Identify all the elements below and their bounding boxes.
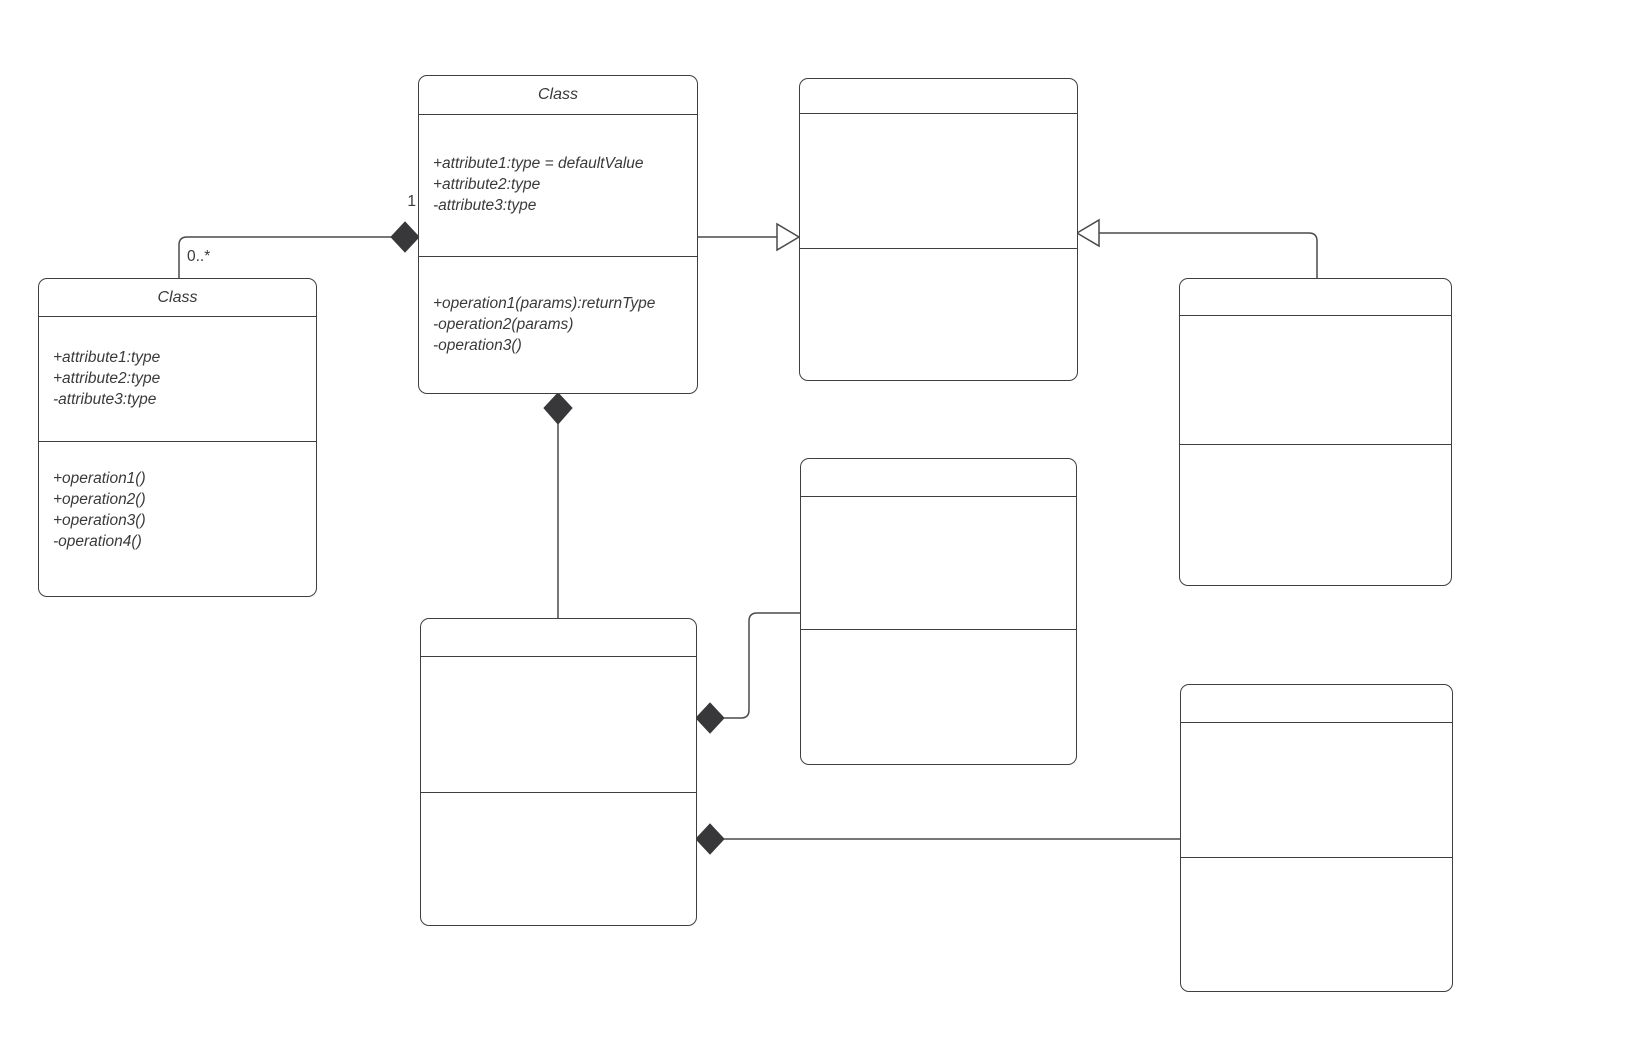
- class-title: Class: [537, 86, 578, 103]
- composition-diamond-icon: [695, 823, 725, 855]
- class-title-compartment: Class: [419, 76, 697, 115]
- attributes-compartment: [800, 114, 1077, 249]
- multiplicity-label-whole: 1: [407, 193, 416, 210]
- operations-compartment: [1181, 858, 1452, 989]
- generalization-connector-top-center[interactable]: [698, 222, 801, 252]
- attribute-line: -attribute3:type: [53, 391, 157, 408]
- class-title: Class: [157, 288, 198, 306]
- attribute-line: -attribute3:type: [433, 197, 537, 214]
- class-title-compartment: [800, 79, 1077, 114]
- operation-line: -operation4(): [53, 533, 142, 550]
- operations-compartment: [801, 630, 1076, 762]
- composition-connector-left-to-top[interactable]: [178, 221, 420, 279]
- attribute-line: +attribute2:type: [53, 370, 161, 387]
- class-box-bottom-center[interactable]: [420, 618, 697, 926]
- attributes-compartment: +attribute1:type = defaultValue +attribu…: [419, 115, 697, 257]
- attributes-compartment: [1181, 723, 1452, 858]
- class-title-compartment: [1181, 685, 1452, 723]
- composition-diamond-icon: [390, 221, 420, 253]
- class-box-right[interactable]: [1179, 278, 1452, 586]
- generalization-connector-right[interactable]: [1075, 218, 1318, 279]
- attribute-line: +attribute2:type: [433, 176, 541, 193]
- composition-diamond-icon: [543, 392, 573, 425]
- operations-compartment: +operation1(params):returnType -operatio…: [419, 257, 697, 391]
- composition-connector-bottom-center-to-bottom-right[interactable]: [695, 823, 1181, 855]
- class-box-bottom-right[interactable]: [1180, 684, 1453, 992]
- operation-line: +operation1(): [53, 470, 146, 487]
- operation-line: +operation3(): [53, 512, 146, 529]
- class-title-compartment: [1180, 279, 1451, 316]
- composition-connector-bottom-center-to-middle-right[interactable]: [695, 612, 800, 734]
- attributes-compartment: [421, 657, 696, 793]
- operations-compartment: +operation1() +operation2() +operation3(…: [39, 442, 316, 594]
- composition-diamond-icon: [695, 702, 725, 734]
- operations-compartment: [800, 249, 1077, 378]
- attribute-line: +attribute1:type = defaultValue: [433, 155, 644, 172]
- attributes-compartment: [1180, 316, 1451, 445]
- generalization-arrow-icon: [776, 222, 801, 252]
- attributes-compartment: +attribute1:type +attribute2:type -attri…: [39, 317, 316, 442]
- operation-line: -operation3(): [433, 337, 522, 354]
- operation-line: +operation1(params):returnType: [433, 295, 656, 312]
- operation-line: +operation2(): [53, 491, 146, 508]
- composition-connector-top-to-bottom-center[interactable]: [543, 392, 573, 618]
- class-box-middle-right[interactable]: [800, 458, 1077, 765]
- attribute-line: +attribute1:type: [53, 349, 161, 366]
- operations-compartment: [1180, 445, 1451, 583]
- class-box-top-center[interactable]: Class +attribute1:type = defaultValue +a…: [418, 75, 698, 394]
- class-box-top-right[interactable]: [799, 78, 1078, 381]
- class-box-left[interactable]: Class +attribute1:type +attribute2:type …: [38, 278, 317, 597]
- operation-line: -operation2(params): [433, 316, 574, 333]
- multiplicity-label-part: 0..*: [187, 248, 211, 265]
- generalization-arrow-icon: [1075, 218, 1100, 248]
- class-title-compartment: [801, 459, 1076, 497]
- operations-compartment: [421, 793, 696, 923]
- class-title-compartment: Class: [39, 279, 316, 317]
- class-title-compartment: [421, 619, 696, 657]
- attributes-compartment: [801, 497, 1076, 630]
